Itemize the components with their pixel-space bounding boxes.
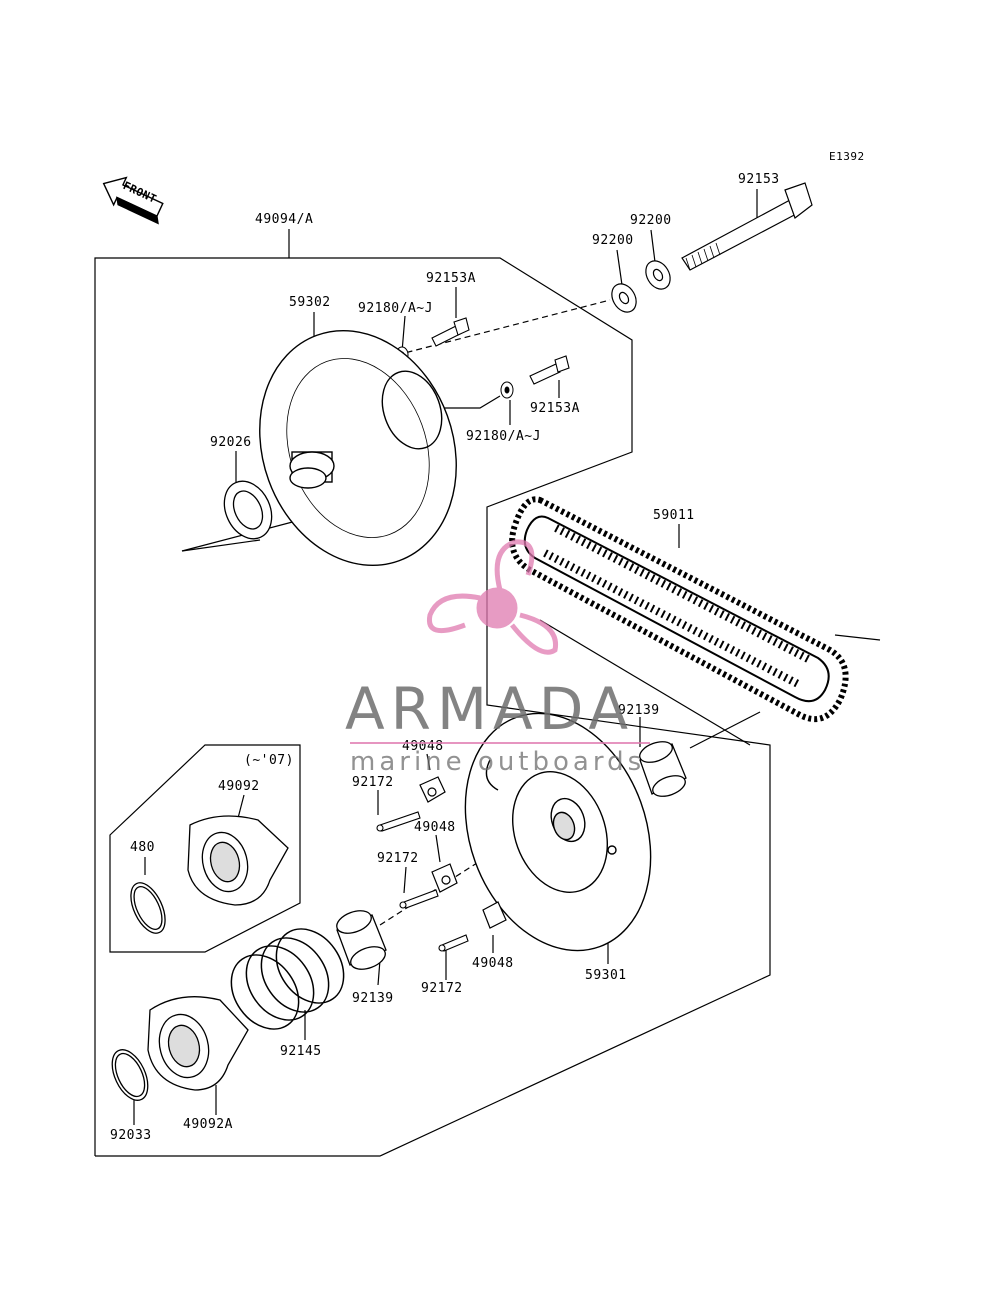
slider-49048-mid: [431, 863, 458, 893]
screw-92172-mid: [399, 889, 439, 909]
watermark-tagline: marine outboards: [350, 747, 646, 777]
bushing-92139-right: [639, 741, 687, 797]
shim-92180-mid: [500, 381, 514, 399]
label-92026: 92026: [210, 435, 252, 450]
label-92139-right: 92139: [618, 703, 660, 718]
slider-49048-top: [419, 776, 446, 803]
front-arrow-icon: [102, 176, 164, 225]
label-49092: 49092: [218, 779, 260, 794]
washer-92200-inner: [611, 283, 637, 313]
label-480: 480: [130, 840, 155, 855]
label-92172-mid: 92172: [377, 851, 419, 866]
label-59302: 59302: [289, 295, 331, 310]
label-92139-left: 92139: [352, 991, 394, 1006]
screw-92172-top: [376, 811, 421, 832]
label-92153: 92153: [738, 172, 780, 187]
diagram-code: E1392: [829, 150, 865, 163]
watermark-brand: ARMADA: [345, 675, 635, 743]
seal-92026: [223, 480, 273, 540]
label-92033: 92033: [110, 1128, 152, 1143]
label-92200-outer: 92200: [630, 213, 672, 228]
label-92172-bottom: 92172: [421, 981, 463, 996]
screw-92172-bottom: [438, 934, 469, 952]
label-92172-top: 92172: [352, 775, 394, 790]
sheave-59301: [464, 712, 652, 952]
label-49048-bottom: 49048: [472, 956, 514, 971]
label-92180-mid: 92180/A~J: [466, 429, 541, 444]
cam-49092: [187, 815, 289, 906]
assembly-frame: [94, 257, 771, 1157]
sheave-59302: [259, 329, 457, 567]
slider-49048-bottom: [482, 901, 507, 929]
bolt-92153a-mid: [529, 355, 570, 385]
watermark-propeller-icon: [426, 539, 559, 655]
bushing-92139-left: [336, 910, 387, 970]
label-92180-top: 92180/A~J: [358, 301, 433, 316]
washer-92200-outer: [645, 260, 671, 290]
cam-49092a: [147, 996, 249, 1091]
bolt-92153: [681, 182, 813, 271]
bolt-92153a-top: [431, 317, 470, 347]
label-59011: 59011: [653, 508, 695, 523]
label-variant-note: (~'07): [244, 753, 294, 768]
belt-59011: [509, 496, 849, 722]
spring-92145: [230, 928, 345, 1030]
label-49092a: 49092A: [183, 1117, 233, 1132]
label-92200-inner: 92200: [592, 233, 634, 248]
label-59301: 59301: [585, 968, 627, 983]
label-92153a-mid: 92153A: [530, 401, 580, 416]
label-49048-mid: 49048: [414, 820, 456, 835]
ring-480: [130, 882, 166, 934]
variant-box: [109, 744, 301, 953]
watermark-divider: [350, 742, 650, 744]
label-92153a-top: 92153A: [426, 271, 476, 286]
ring-92033: [111, 1049, 149, 1101]
label-49094a: 49094/A: [255, 212, 314, 227]
label-92145: 92145: [280, 1044, 322, 1059]
